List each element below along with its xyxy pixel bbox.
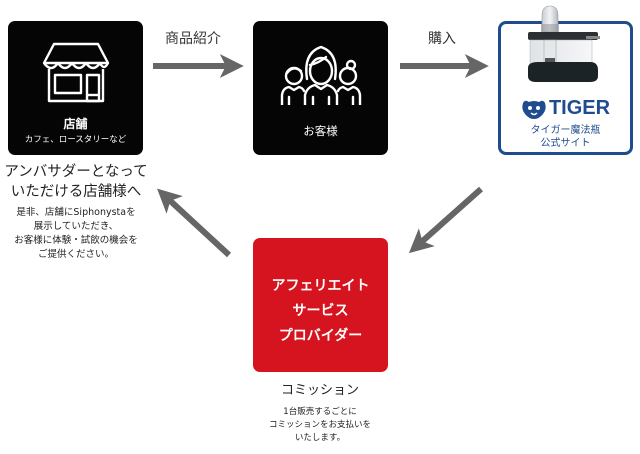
store-node: 店舗 カフェ、ロースタリーなど [8,21,143,155]
store-caption-body-line2: 展示していただき、 [33,221,119,232]
commission-caption-title: コミッション [280,383,359,398]
edge-label-product-intro: 商品紹介 [165,31,221,47]
tiger-label-line2: 公式サイト [540,138,591,149]
store-caption-body: 是非、店舗にSiphonystaを 展示していただき、 お客様に体験・試飲の機会… [0,206,152,262]
arrow-tiger-to-asp [408,186,483,254]
storefront-icon [42,42,109,103]
tiger-site-label: タイガー魔法瓶 公式サイト [501,124,630,150]
store-caption-body-line3: お客様に体験・試飲の機会を [14,235,138,246]
customer-node: お客様 [253,21,388,155]
tiger-label-line1: タイガー魔法瓶 [530,125,601,136]
people-group-icon [280,45,361,105]
asp-label: アフェリエイト サービス プロバイダー [253,274,388,349]
commission-caption-body-line2: コミッションをお支払いを [268,420,371,430]
customer-title: お客様 [303,124,338,138]
store-title: 店舗 [63,117,88,131]
store-caption-title: アンバサダーとなって いただける店舗様へ [0,162,152,202]
asp-label-line2: サービス [292,303,349,319]
siphonysta-coffee-maker-image [528,5,600,82]
commission-caption-body-line3: いたします。 [294,433,346,443]
store-caption-title-line2: いただける店舗様へ [10,184,142,200]
commission-caption-body: 1台販売するごとに コミッションをお支払いを いたします。 [240,406,400,445]
affiliate-service-provider-node: アフェリエイト サービス プロバイダー [253,238,388,372]
edge-label-purchase: 購入 [428,31,456,47]
store-caption-body-line4: ご提供ください。 [37,249,114,260]
store-subtitle: カフェ、ロースタリーなど [24,135,127,145]
store-caption-title-line1: アンバサダーとなって [4,164,148,180]
store-caption-body-line1: 是非、店舗にSiphonystaを [16,207,136,218]
arrow-asp-to-store [157,188,232,258]
asp-label-line1: アフェリエイト [271,278,370,294]
tiger-logo-text: TIGER [548,97,611,119]
commission-caption-body-line1: 1台販売するごとに [283,407,357,417]
tiger-face-icon [522,100,546,119]
tiger-logo: TIGER [501,97,630,120]
asp-label-line3: プロバイダー [278,328,363,344]
